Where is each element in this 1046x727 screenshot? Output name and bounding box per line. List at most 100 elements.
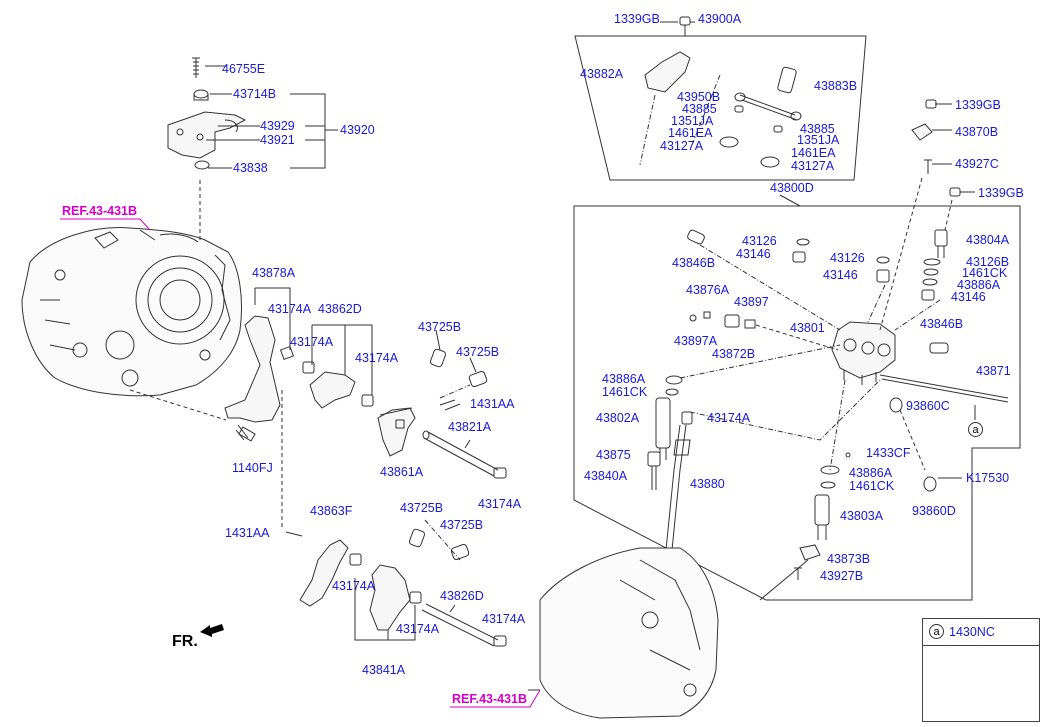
- part-label[interactable]: 43838: [233, 161, 268, 175]
- part-label[interactable]: 43882A: [580, 67, 624, 81]
- legend-part-code: 1430NC: [949, 625, 995, 639]
- part-label[interactable]: 43897A: [674, 334, 718, 348]
- part-label[interactable]: 43174A: [482, 612, 526, 626]
- bracket-assembly: [167, 57, 338, 170]
- synchro-sleeve-43841A: [349, 553, 422, 641]
- part-label[interactable]: 43878A: [252, 266, 296, 280]
- front-marker: FR.: [172, 633, 198, 650]
- part-label[interactable]: 43871: [976, 364, 1011, 378]
- part-label[interactable]: 43174A: [478, 497, 522, 511]
- reference-label-upper: REF.43-431B: [62, 204, 138, 218]
- part-label[interactable]: 43725B: [456, 345, 500, 359]
- part-label[interactable]: 43872B: [712, 347, 756, 361]
- part-label[interactable]: 1461CK: [602, 385, 648, 399]
- part-label[interactable]: 43174A: [268, 302, 312, 316]
- part-label[interactable]: 43927C: [955, 157, 999, 171]
- part-label[interactable]: 93860D: [912, 504, 956, 518]
- shift-rail-43821A: [422, 430, 507, 479]
- part-label[interactable]: 1140FJ: [232, 461, 273, 475]
- part-label[interactable]: 43725B: [400, 501, 444, 515]
- part-label[interactable]: 1461CK: [962, 266, 1008, 280]
- part-label[interactable]: 43126B: [966, 255, 1010, 269]
- part-label[interactable]: 43920: [340, 123, 375, 137]
- legend-box: a 1430NC: [922, 618, 1040, 722]
- part-label[interactable]: 43870B: [955, 125, 999, 139]
- part-label[interactable]: 43861A: [380, 465, 424, 479]
- part-label[interactable]: 43846B: [672, 256, 716, 270]
- part-label[interactable]: 46755E: [222, 62, 266, 76]
- part-label[interactable]: 43127A: [660, 139, 704, 153]
- part-label[interactable]: 43929: [260, 119, 295, 133]
- part-label[interactable]: 43863F: [310, 504, 353, 518]
- part-label[interactable]: 43725B: [440, 518, 484, 532]
- part-label[interactable]: 43804A: [966, 233, 1010, 247]
- part-label[interactable]: 43802A: [596, 411, 640, 425]
- part-label[interactable]: 43841A: [362, 663, 406, 677]
- part-label[interactable]: 43886A: [849, 466, 893, 480]
- part-label[interactable]: 1431AA: [225, 526, 270, 540]
- synchro-sleeve-43862D: [302, 324, 374, 409]
- part-label[interactable]: 43821A: [448, 420, 492, 434]
- part-label[interactable]: 1339GB: [614, 12, 660, 26]
- part-label[interactable]: 1461EA: [791, 146, 836, 160]
- part-label[interactable]: 43950B: [677, 90, 721, 104]
- part-label[interactable]: 43875: [596, 448, 631, 462]
- part-label[interactable]: 1461EA: [668, 126, 713, 140]
- part-label[interactable]: 43921: [260, 133, 295, 147]
- part-label[interactable]: 43883B: [814, 79, 858, 93]
- part-label[interactable]: 43803A: [840, 509, 884, 523]
- part-label[interactable]: 43886A: [602, 372, 646, 386]
- part-label[interactable]: 1433CF: [866, 446, 911, 460]
- part-label[interactable]: 43880: [690, 477, 725, 491]
- shift-control-box: [573, 194, 1021, 601]
- detent-pins-upper: [429, 329, 488, 388]
- part-label[interactable]: 43127A: [791, 159, 835, 173]
- lever-assembly-box: [574, 16, 867, 181]
- part-label[interactable]: 43126: [830, 251, 865, 265]
- part-label[interactable]: 43897: [734, 295, 769, 309]
- part-label[interactable]: 43174A: [290, 335, 334, 349]
- part-label[interactable]: 43174A: [396, 622, 440, 636]
- part-label[interactable]: 1351JA: [671, 114, 714, 128]
- part-label[interactable]: 93860C: [906, 399, 950, 413]
- part-label[interactable]: 43840A: [584, 469, 628, 483]
- part-label[interactable]: 43146: [823, 268, 858, 282]
- part-label[interactable]: 43873B: [827, 552, 871, 566]
- part-label[interactable]: 43876A: [686, 283, 730, 297]
- part-label[interactable]: 43714B: [233, 87, 277, 101]
- part-label[interactable]: 43862D: [318, 302, 362, 316]
- part-label[interactable]: 1351JA: [797, 133, 840, 147]
- shift-fork-43861A: [377, 399, 461, 457]
- part-label[interactable]: 43174A: [332, 579, 376, 593]
- part-label[interactable]: 43174A: [355, 351, 399, 365]
- part-label[interactable]: 43801: [790, 321, 825, 335]
- part-label[interactable]: 43927B: [820, 569, 864, 583]
- transmission-housing-left: [21, 227, 242, 397]
- part-label[interactable]: 43725B: [418, 320, 462, 334]
- part-label[interactable]: 43826D: [440, 589, 484, 603]
- part-label[interactable]: 1461CK: [849, 479, 895, 493]
- part-label[interactable]: 43146: [736, 247, 771, 261]
- front-direction-arrow: [200, 624, 224, 637]
- part-label[interactable]: 1431AA: [470, 397, 515, 411]
- part-label[interactable]: 43885: [682, 102, 717, 116]
- part-label[interactable]: 43800D: [770, 181, 814, 195]
- shift-fork-43863F: [281, 390, 349, 607]
- part-label[interactable]: 43846B: [920, 317, 964, 331]
- reference-label-lower: REF.43-431B: [452, 692, 528, 706]
- part-label[interactable]: 43886A: [957, 278, 1001, 292]
- shift-rail-43826D: [421, 603, 507, 647]
- part-label[interactable]: 43126: [742, 234, 777, 248]
- part-label[interactable]: 1339GB: [978, 186, 1024, 200]
- detent-pins-lower: [408, 528, 470, 561]
- part-label[interactable]: 1339GB: [955, 98, 1001, 112]
- part-label[interactable]: 43885: [800, 122, 835, 136]
- part-label[interactable]: K17530: [966, 471, 1010, 485]
- legend-header: a 1430NC: [923, 619, 1039, 646]
- part-label[interactable]: 43900A: [698, 12, 742, 26]
- part-label[interactable]: 43146: [951, 290, 986, 304]
- right-external-parts: [879, 99, 975, 492]
- part-label[interactable]: 43174A: [707, 411, 751, 425]
- transmission-housing-lower: [528, 547, 719, 719]
